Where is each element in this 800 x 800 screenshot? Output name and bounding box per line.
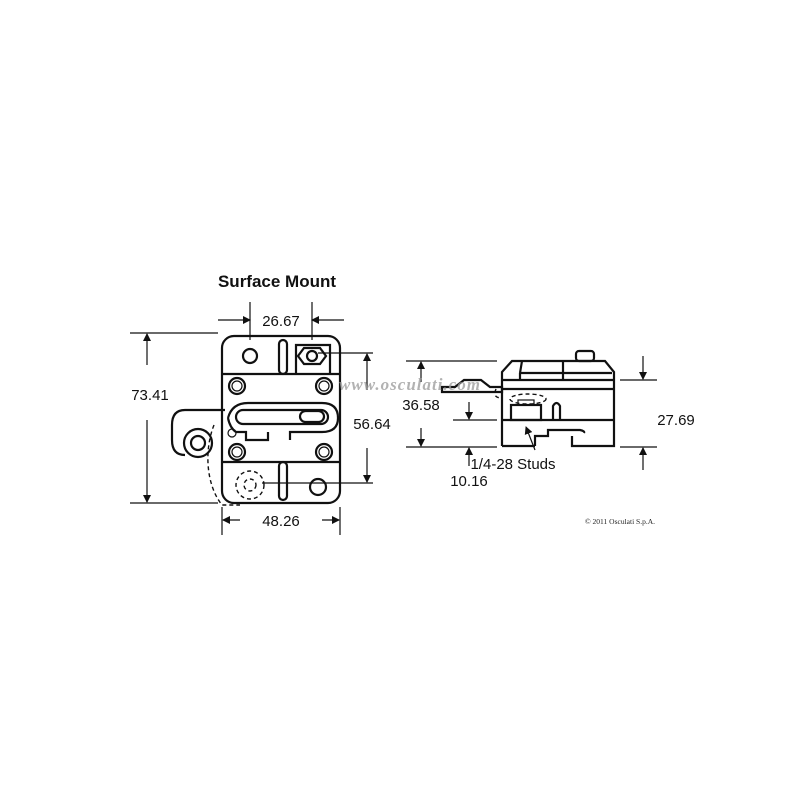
watermark: www.osculati.com	[339, 375, 481, 394]
front-view	[170, 334, 342, 506]
studs-callout-label: 1/4-28 Studs	[470, 456, 555, 473]
width-label: 48.26	[262, 513, 300, 530]
mount-hole	[308, 477, 328, 497]
dimension-stud-height: 10.16	[450, 402, 488, 490]
dimension-overall-height: 73.41	[130, 332, 218, 504]
dimension-width: 48.26	[221, 507, 341, 535]
dimension-side-height: 36.58	[402, 360, 497, 448]
body-depth-label: 27.69	[657, 412, 695, 429]
side-height-label: 36.58	[402, 397, 440, 414]
stud-nut	[296, 346, 328, 366]
studs-callout: 1/4-28 Studs	[470, 426, 556, 473]
mount-hole	[241, 347, 259, 365]
stud	[509, 403, 543, 422]
copyright: © 2011 Osculati S.p.A.	[585, 517, 655, 526]
dimension-stud-spacing: 26.67	[218, 302, 344, 340]
reset-knob	[574, 349, 596, 363]
dimension-body-depth: 27.69	[620, 356, 695, 470]
dimension-mount-hole-spacing: 56.64	[262, 352, 391, 484]
overall-height-label: 73.41	[131, 387, 169, 404]
side-view	[440, 349, 616, 448]
breaker-body-front	[220, 334, 342, 505]
drawing-title: Surface Mount	[218, 272, 336, 291]
stud-spacing-label: 26.67	[262, 313, 300, 330]
mount-hole-spacing-label: 56.64	[353, 416, 391, 433]
stud-height-label: 10.16	[450, 473, 488, 490]
reset-lever	[298, 409, 326, 424]
